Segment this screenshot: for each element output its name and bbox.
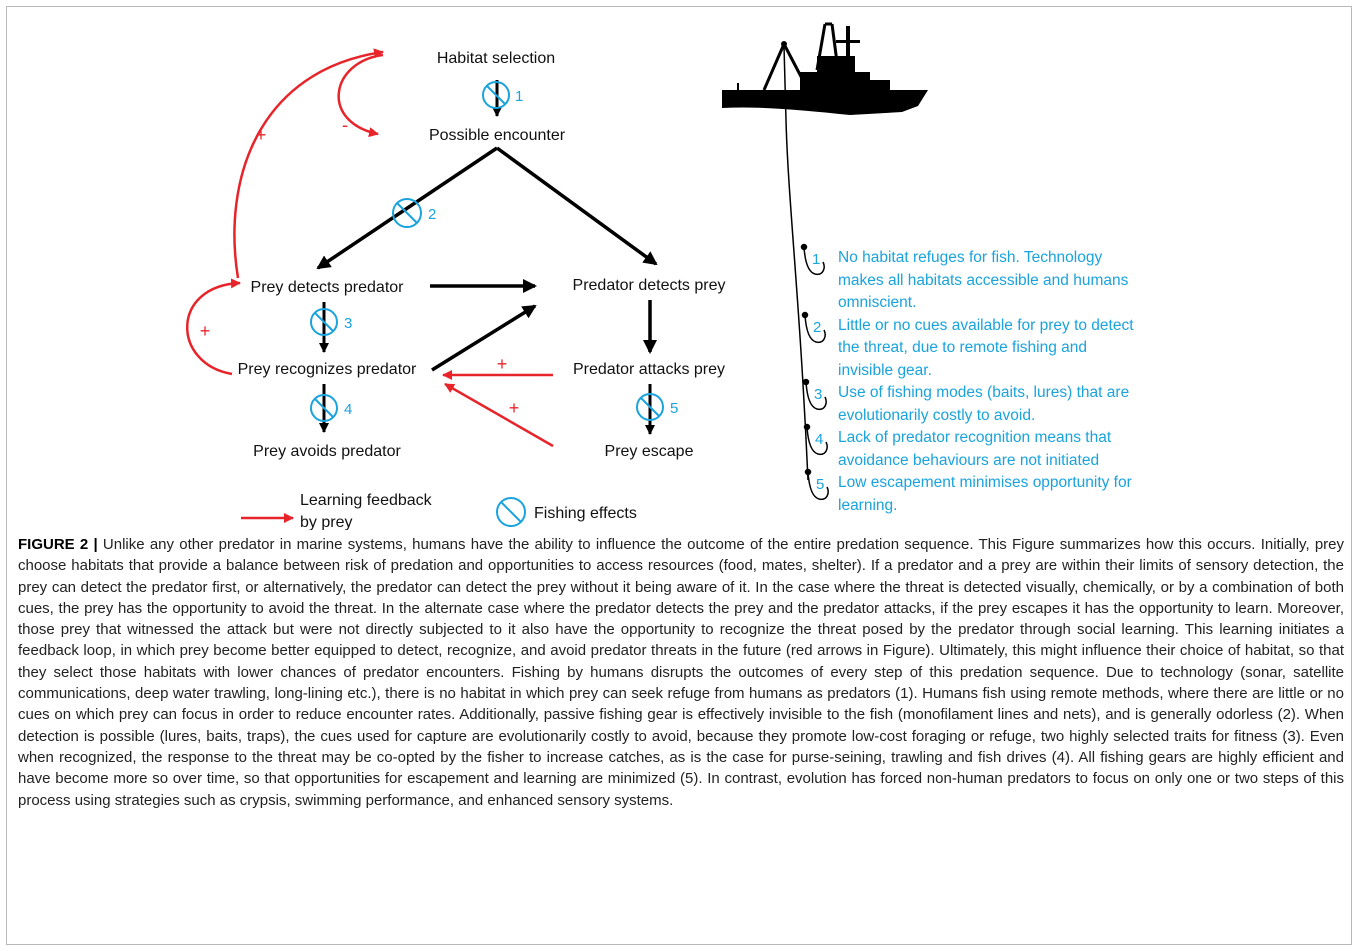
predation-diagram: Habitat selection Possible encounter Pre… [186, 22, 928, 530]
hook-note-1-line3: omniscient. [838, 294, 917, 311]
hook-note-1-line2: makes all habitats accessible and humans [838, 271, 1129, 289]
hook-icon-3 [802, 378, 827, 411]
node-habitat-selection: Habitat selection [437, 50, 555, 67]
arrow-recognizes-to-predator-detects [431, 304, 537, 372]
hook-note-5-line2: learning. [838, 496, 898, 514]
sign-plus-attack: + [497, 354, 508, 374]
hook-number-3: 3 [814, 386, 822, 403]
step-number-2: 2 [428, 206, 436, 223]
node-prey-escape: Prey escape [605, 443, 694, 460]
node-prey-detects-predator: Prey detects predator [251, 279, 405, 296]
node-possible-encounter: Possible encounter [429, 127, 566, 144]
sign-plus-outer: + [256, 125, 267, 145]
hook-note-5: Low escapement minimises opportunity for… [838, 472, 1198, 517]
hook-number-4: 4 [815, 431, 823, 448]
hook-number-2: 2 [813, 319, 821, 336]
hook-note-2-line1: Little or no cues available for prey to … [838, 316, 1134, 334]
feedback-arrow-to-habitat [233, 48, 384, 279]
legend-learning-line1: Learning feedback [300, 492, 433, 509]
legend-fishing-icon [496, 497, 526, 527]
sign-plus-escape: + [509, 398, 520, 418]
hook-icon-2 [801, 311, 826, 344]
feedback-arrow-escape-to-recognize [444, 382, 554, 448]
fishing-effect-symbol-2 [392, 198, 422, 228]
caption-label: FIGURE 2 | [18, 536, 98, 553]
sign-minus-inner: - [342, 115, 348, 135]
hook-number-5: 5 [816, 476, 824, 493]
hook-icon-5 [804, 468, 829, 501]
arrow-encounter-to-prey-detects [316, 146, 498, 270]
hook-notes-list: No habitat refuges for fish. Technology … [838, 247, 1198, 517]
hook-note-5-line1: Low escapement minimises opportunity for [838, 474, 1132, 491]
hook-note-4: Lack of predator recognition means that … [838, 427, 1198, 472]
node-prey-avoids-predator: Prey avoids predator [253, 443, 401, 460]
step-number-1: 1 [515, 88, 523, 105]
hook-number-1: 1 [812, 251, 820, 268]
step-number-5: 5 [670, 400, 678, 417]
hook-icon-4 [803, 423, 828, 456]
feedback-arrow-habitat-to-encounter [337, 53, 384, 138]
hook-note-1: No habitat refuges for fish. Technology … [838, 247, 1198, 315]
hook-note-3: Use of fishing modes (baits, lures) that… [838, 382, 1198, 427]
figure-frame [6, 6, 1352, 945]
hook-note-2-line2: the threat, due to remote fishing and [838, 339, 1088, 356]
fishing-effect-symbol-4 [310, 394, 338, 422]
fishing-line [783, 45, 809, 481]
hook-note-4-line2: avoidance behaviours are not initiated [838, 451, 1100, 469]
hook-note-4-line1: Lack of predator recognition means that [838, 429, 1112, 446]
arrow-encounter-to-predator-detects [495, 146, 658, 266]
node-predator-detects-prey: Predator detects prey [573, 277, 726, 294]
hook-note-3-line1: Use of fishing modes (baits, lures) that… [838, 384, 1130, 401]
step-number-4: 4 [344, 401, 352, 418]
caption-text: Unlike any other predator in marine syst… [18, 536, 1345, 809]
legend-fishing-label: Fishing effects [534, 505, 637, 522]
node-predator-attacks-prey: Predator attacks prey [573, 361, 725, 378]
feedback-arrow-recognize-to-detect [186, 278, 241, 376]
figure-caption: FIGURE 2 | Unlike any other predator in … [18, 534, 1344, 811]
fishing-effect-symbol-3 [310, 308, 338, 336]
fishing-effect-symbol-1 [482, 81, 510, 109]
hook-note-2-line3: invisible gear. [838, 361, 932, 379]
hook-note-3-line2: evolutionarily costly to avoid. [838, 406, 1036, 424]
hook-note-1-line1: No habitat refuges for fish. Technology [838, 249, 1103, 266]
fishing-effect-symbol-5 [636, 393, 664, 421]
fishing-boat-icon [722, 22, 928, 115]
step-number-3: 3 [344, 315, 352, 332]
hook-note-2: Little or no cues available for prey to … [838, 315, 1198, 383]
node-prey-recognizes-predator: Prey recognizes predator [238, 361, 417, 378]
sign-plus-left: + [200, 321, 211, 341]
legend-learning-line2: by prey [300, 514, 352, 530]
hook-icon-1 [800, 243, 825, 276]
